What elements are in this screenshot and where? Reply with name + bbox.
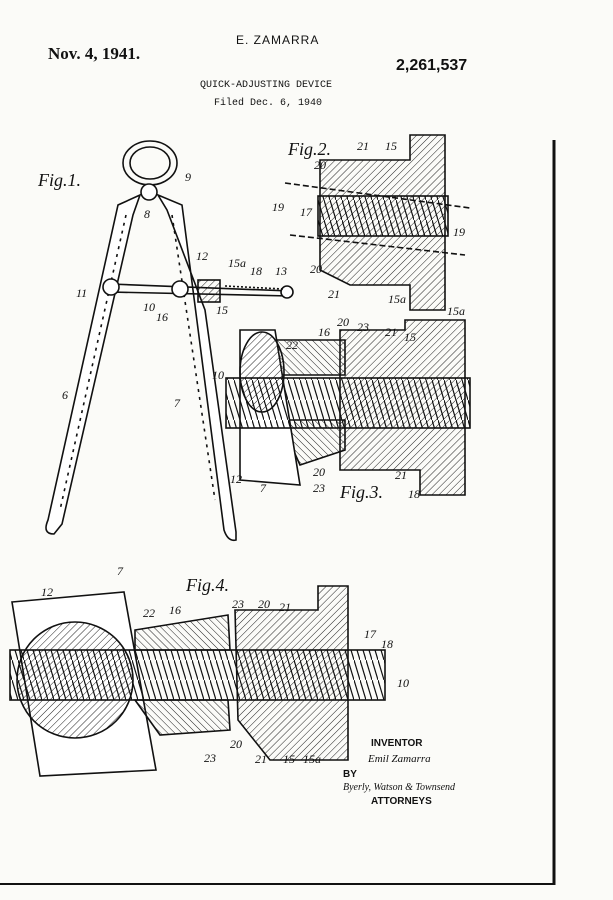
fig3-ref: 20 (337, 315, 349, 329)
inventor-label: INVENTOR (371, 738, 423, 749)
fig2-ref: 20 (314, 158, 326, 172)
fig2-ref: 19 (272, 200, 284, 214)
fig3-ref: 20 (313, 465, 325, 479)
fig2-ref: 15 (385, 139, 397, 153)
fig2-ref: 21 (357, 139, 369, 153)
fig3-assembly-section (225, 319, 471, 496)
fig4-ref: 12 (41, 585, 53, 599)
fig2-ref: 20 (310, 262, 322, 276)
fig3-ref: 18 (408, 487, 420, 501)
fig4-ref: 10 (397, 676, 409, 690)
fig1-label: Fig.1. (38, 170, 81, 190)
fig1-ref: 9 (185, 170, 191, 184)
patent-date: Nov. 4, 1941. (48, 44, 141, 63)
fig3-ref: 15 (404, 330, 416, 344)
fig4-ref: 23 (232, 597, 244, 611)
fig4-label: Fig.4. (186, 575, 229, 595)
fig4-enlarged-section (9, 585, 386, 777)
inventor-name-header: E. ZAMARRA (236, 33, 320, 47)
filed-date: Filed Dec. 6, 1940 (214, 98, 323, 109)
fig2-label: Fig.2. (288, 139, 331, 159)
patent-number: 2,261,537 (396, 57, 468, 74)
fig3-ref: 21 (385, 325, 397, 339)
fig1-ref: 13 (275, 264, 287, 278)
fig4-ref: 7 (117, 564, 123, 578)
fig1-dividers (45, 140, 294, 542)
fig1-ref: 6 (62, 388, 68, 402)
fig4-ref: 20 (258, 597, 270, 611)
fig3-ref: 10 (212, 368, 224, 382)
by-label: BY (343, 769, 357, 780)
fig3-ref: 21 (395, 468, 407, 482)
fig1-ref: 7 (174, 396, 180, 410)
inventor-signature: Emil Zamarra (368, 753, 431, 765)
fig4-ref: 17 (364, 627, 376, 641)
fig4-ref: 18 (381, 637, 393, 651)
patent-title: QUICK-ADJUSTING DEVICE (200, 80, 333, 91)
fig1-ref: 10 (143, 300, 155, 314)
fig1-ref: 15a (228, 256, 246, 270)
fig1-ref: 15 (216, 303, 228, 317)
fig2-ref: 21 (328, 287, 340, 301)
fig2-ref: 15a (388, 292, 406, 306)
fig4-ref: 16 (169, 603, 181, 617)
fig1-ref: 12 (196, 249, 208, 263)
fig1-ref: 18 (250, 264, 262, 278)
fig4-ref: 23 (204, 751, 216, 765)
fig2-ref: 17 (300, 205, 312, 219)
fig1-ref: 8 (144, 207, 150, 221)
attorneys-label: ATTORNEYS (371, 796, 432, 807)
fig2-ref: 19 (453, 225, 465, 239)
fig3-ref: 16 (318, 325, 330, 339)
fig1-ref: 16 (156, 310, 168, 324)
fig4-ref: 20 (230, 737, 242, 751)
fig3-ref: 22 (286, 338, 298, 352)
fig2-nut-section (284, 134, 471, 311)
fig3-ref: 7 (260, 481, 266, 495)
fig4-ref: 15 (283, 752, 295, 766)
fig1-ref: 11 (76, 286, 88, 300)
fig3-ref: 15a (447, 304, 465, 318)
fig4-ref: 15a (303, 752, 321, 766)
fig3-label: Fig.3. (340, 482, 383, 502)
attorneys-signature: Byerly, Watson & Townsend (343, 782, 456, 793)
fig4-ref: 22 (143, 606, 155, 620)
fig3-ref: 12 (230, 472, 242, 486)
fig4-ref: 21 (255, 752, 267, 766)
fig4-ref: 21 (279, 600, 291, 614)
fig3-ref: 23 (313, 481, 325, 495)
fig3-ref: 23 (357, 320, 369, 334)
